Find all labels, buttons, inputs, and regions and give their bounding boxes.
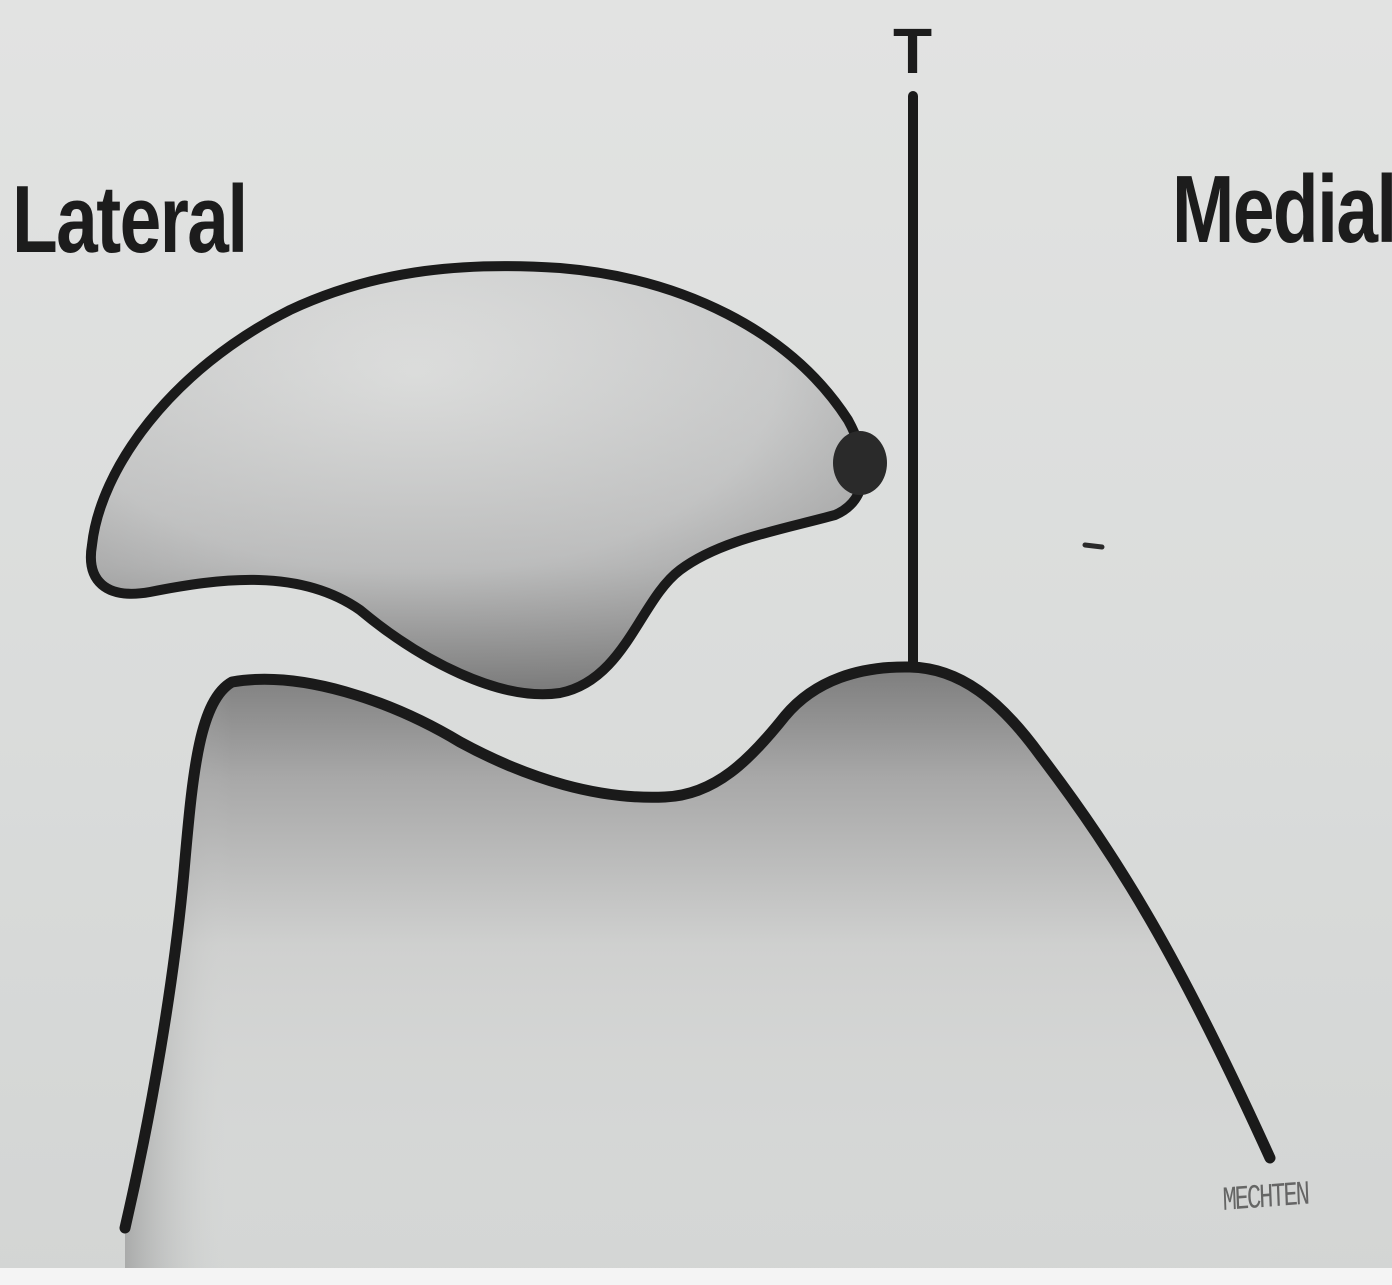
lateral-label: Lateral: [12, 165, 247, 275]
patella: [91, 266, 887, 694]
marker-t-label: T: [893, 14, 932, 88]
artist-signature: MECHTEN: [1222, 1177, 1309, 1221]
medial-label: Medial: [1172, 155, 1392, 265]
bottom-border: [0, 1268, 1392, 1285]
stray-mark: [1085, 545, 1102, 547]
patella-medial-dot: [833, 431, 887, 495]
femoral-trochlea: [125, 667, 1270, 1285]
